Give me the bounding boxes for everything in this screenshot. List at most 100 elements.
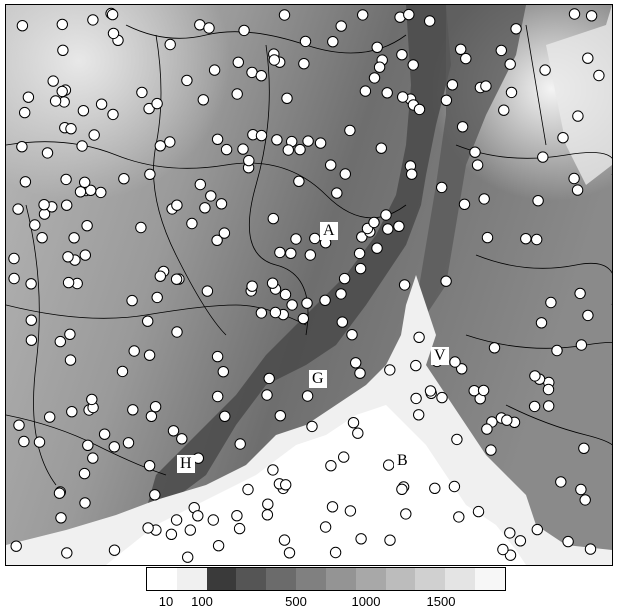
station-marker xyxy=(424,15,436,27)
station-marker xyxy=(299,35,312,48)
station-marker xyxy=(142,522,154,534)
station-marker xyxy=(383,459,395,471)
station-marker xyxy=(545,296,557,309)
station-marker xyxy=(234,438,246,450)
station-marker xyxy=(350,357,362,369)
mountain-ridge xyxy=(146,5,451,510)
station-marker xyxy=(29,219,41,231)
station-marker xyxy=(478,193,490,205)
station-marker xyxy=(325,159,337,171)
legend-swatch xyxy=(236,568,267,590)
station-marker xyxy=(338,272,351,285)
station-marker xyxy=(557,132,569,144)
station-marker xyxy=(118,173,130,185)
station-marker xyxy=(460,52,472,65)
station-marker xyxy=(314,137,327,149)
station-marker xyxy=(344,124,356,137)
station-marker xyxy=(446,79,459,91)
station-marker xyxy=(85,184,97,197)
station-marker xyxy=(182,551,194,563)
station-marker xyxy=(62,251,74,263)
station-marker xyxy=(436,181,448,194)
station-marker xyxy=(481,423,493,435)
station-marker xyxy=(298,58,310,70)
station-marker xyxy=(231,510,243,522)
station-marker xyxy=(13,419,25,431)
station-marker xyxy=(406,168,418,180)
station-marker xyxy=(529,370,541,382)
station-marker xyxy=(440,275,452,287)
station-marker xyxy=(164,38,176,51)
station-marker xyxy=(410,359,422,372)
station-marker xyxy=(8,252,20,265)
station-markers xyxy=(8,7,605,563)
station-marker xyxy=(440,94,453,107)
legend-swatch xyxy=(296,568,326,590)
station-marker xyxy=(78,467,91,480)
station-marker xyxy=(176,433,188,445)
station-marker xyxy=(82,439,94,451)
station-marker xyxy=(368,72,381,84)
station-marker xyxy=(371,41,383,53)
station-marker xyxy=(555,476,567,488)
station-marker xyxy=(19,106,31,119)
station-marker xyxy=(449,356,461,368)
station-marker xyxy=(279,288,292,301)
station-marker xyxy=(413,409,425,421)
station-marker xyxy=(584,543,597,555)
station-marker xyxy=(453,511,465,523)
station-marker xyxy=(208,64,221,76)
station-marker xyxy=(261,389,273,401)
station-marker xyxy=(380,209,392,221)
station-marker xyxy=(95,98,108,110)
station-marker xyxy=(531,523,543,536)
station-marker xyxy=(261,509,274,521)
station-marker xyxy=(319,294,331,306)
station-marker xyxy=(429,482,441,494)
station-marker xyxy=(44,411,56,423)
station-marker xyxy=(582,309,594,322)
station-marker xyxy=(582,52,594,64)
station-marker xyxy=(145,410,158,422)
station-marker xyxy=(543,400,555,412)
station-marker xyxy=(207,514,220,526)
station-marker xyxy=(488,342,501,354)
station-marker xyxy=(456,121,469,133)
station-marker xyxy=(144,168,156,181)
station-marker xyxy=(469,146,481,158)
station-marker xyxy=(382,223,394,235)
station-marker xyxy=(344,505,357,517)
station-marker xyxy=(233,522,246,535)
station-marker xyxy=(520,233,532,245)
station-marker xyxy=(49,95,62,107)
station-marker xyxy=(246,280,258,292)
station-marker xyxy=(154,270,167,282)
legend-swatch xyxy=(266,568,297,590)
legend-swatch xyxy=(176,568,207,590)
legend-tick: 500 xyxy=(285,594,307,609)
elevation-map xyxy=(5,4,613,566)
station-marker xyxy=(471,159,484,171)
station-marker xyxy=(269,306,282,319)
station-marker xyxy=(95,186,107,199)
map-canvas xyxy=(6,5,612,565)
station-marker xyxy=(149,489,161,501)
station-marker xyxy=(61,547,73,559)
station-marker xyxy=(274,246,286,259)
station-marker xyxy=(87,452,99,464)
station-marker xyxy=(149,401,162,413)
station-marker xyxy=(217,366,230,378)
station-marker xyxy=(352,427,364,439)
station-marker xyxy=(79,249,92,261)
station-marker xyxy=(16,20,29,32)
legend-swatch xyxy=(445,568,476,590)
station-marker xyxy=(574,287,586,300)
station-marker xyxy=(331,187,343,199)
station-marker xyxy=(77,105,90,117)
legend-tick: 1000 xyxy=(351,594,381,609)
station-marker xyxy=(81,220,93,232)
station-marker xyxy=(267,464,279,476)
station-marker xyxy=(143,102,155,115)
station-marker xyxy=(74,186,87,198)
station-marker xyxy=(495,44,507,57)
